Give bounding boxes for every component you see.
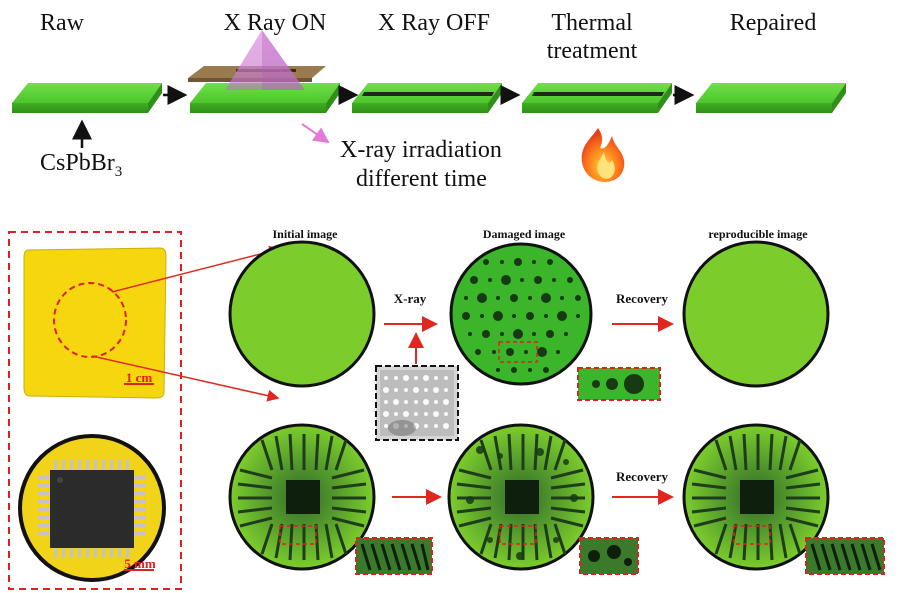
connector-bottom [91, 355, 280, 402]
chip-reproducible-circle [682, 423, 830, 571]
chip-photo [18, 434, 166, 582]
stage-label-thermal-1: Thermal [551, 10, 633, 36]
material-formula: CsPbBr3 [40, 150, 122, 180]
film-photo [23, 247, 167, 399]
stage-label-thermal-2: treatment [547, 38, 638, 64]
stage-label-xray-on: X Ray ON [224, 10, 327, 36]
chip-initial-circle [228, 423, 376, 571]
xray-arrow-label: X-ray [394, 291, 427, 306]
sample-photos-frame [8, 231, 182, 590]
connector-top [111, 245, 282, 293]
irradiation-note-1: X-ray irradiation [340, 137, 502, 163]
initial-image-circle [228, 240, 376, 388]
irradiation-pointer-arrow [301, 123, 330, 144]
slab-repaired [696, 83, 846, 113]
stage-label-raw: Raw [40, 10, 85, 36]
flame-icon [581, 128, 625, 182]
panel-title-initial: Initial image [273, 227, 339, 241]
reproducible-image-circle [682, 240, 830, 388]
scale-label-chip: 5 mm [124, 556, 156, 571]
panel-title-reproducible: reproducible image [708, 227, 808, 241]
stage-label-repaired: Repaired [730, 10, 817, 36]
recovery-label-bottom: Recovery [616, 469, 668, 484]
slab-raw [12, 83, 162, 113]
recovery-label-top: Recovery [616, 291, 668, 306]
irradiation-note-2: different time [356, 166, 487, 192]
mask-image [375, 365, 459, 441]
xray-beam [225, 30, 305, 90]
chip-initial-zoom-inset [355, 537, 433, 575]
slab-xray-off [352, 83, 502, 113]
damaged-zoom-inset [577, 367, 661, 401]
scale-label-film: 1 cm [126, 370, 153, 385]
damaged-image-circle [449, 242, 593, 386]
slab-thermal [522, 83, 672, 113]
stage-label-xray-off: X Ray OFF [378, 10, 490, 36]
chip-damaged-zoom-inset [579, 537, 639, 575]
panel-title-damaged: Damaged image [483, 227, 566, 241]
chip-reproducible-zoom-inset [805, 537, 885, 575]
chip-damaged-circle [447, 423, 595, 571]
